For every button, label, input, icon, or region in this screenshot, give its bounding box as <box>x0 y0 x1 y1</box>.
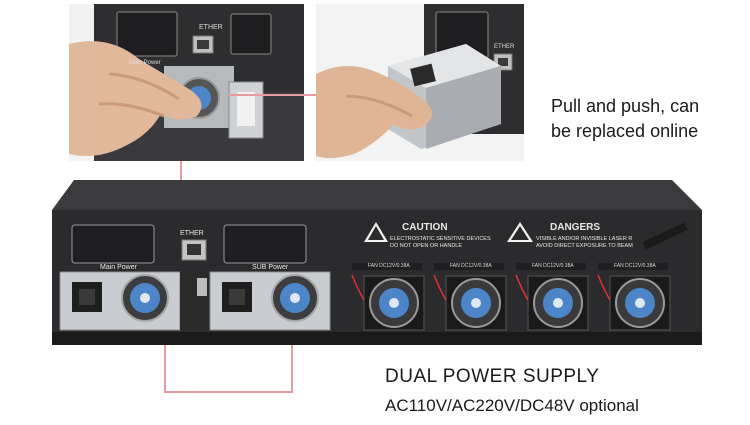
device-rear-panel: Main Power ETHER SUB Power CAUTION ELECT… <box>52 180 702 345</box>
caution-title: CAUTION <box>402 222 448 233</box>
inset-left-main-power-label: Main Power <box>129 60 161 66</box>
fan-1 <box>363 275 425 331</box>
caution-line-2: DO NOT OPEN OR HANDLE <box>390 243 463 249</box>
danger-line-2: AVOID DIRECT EXPOSURE TO BEAM <box>536 243 633 249</box>
power-options-subtitle: AC110V/AC220V/DC48V optional <box>385 396 639 415</box>
inset-photo-right: ETHER <box>316 4 524 161</box>
inset-left-ether-label: ETHER <box>199 24 223 31</box>
danger-line-1: VISIBLE AND/OR INVISIBLE LASER R <box>536 236 633 242</box>
device-ether-label: ETHER <box>180 230 204 237</box>
caution-line-1: ELECTROSTATIC SENSITIVE DEVICES <box>390 236 491 242</box>
swap-caption-line-1: Pull and push, can <box>551 96 700 116</box>
fan-2 <box>445 275 507 331</box>
fan-label-1: FAN DC12V/0.38A <box>368 263 410 269</box>
inset-left-scene <box>69 4 304 161</box>
fan-4 <box>609 275 671 331</box>
inset-right-ether-label: ETHER <box>494 44 515 50</box>
fan-3 <box>527 275 589 331</box>
device-chassis <box>52 180 702 345</box>
device-main-power-label: Main Power <box>100 264 137 271</box>
inset-photo-left: ETHER Main Power <box>69 4 304 161</box>
danger-title: DANGERS <box>550 222 601 233</box>
fan-label-3: FAN DC12V/0.38A <box>532 263 574 269</box>
inset-right-scene <box>316 4 524 161</box>
dual-power-title: DUAL POWER SUPPLY <box>385 366 600 387</box>
swap-caption-line-2: be replaced online <box>551 121 699 141</box>
device-sub-power-label: SUB Power <box>252 264 289 271</box>
fan-label-2: FAN DC12V/0.38A <box>450 263 492 269</box>
fan-label-4: FAN DC12V/0.38A <box>614 263 656 269</box>
